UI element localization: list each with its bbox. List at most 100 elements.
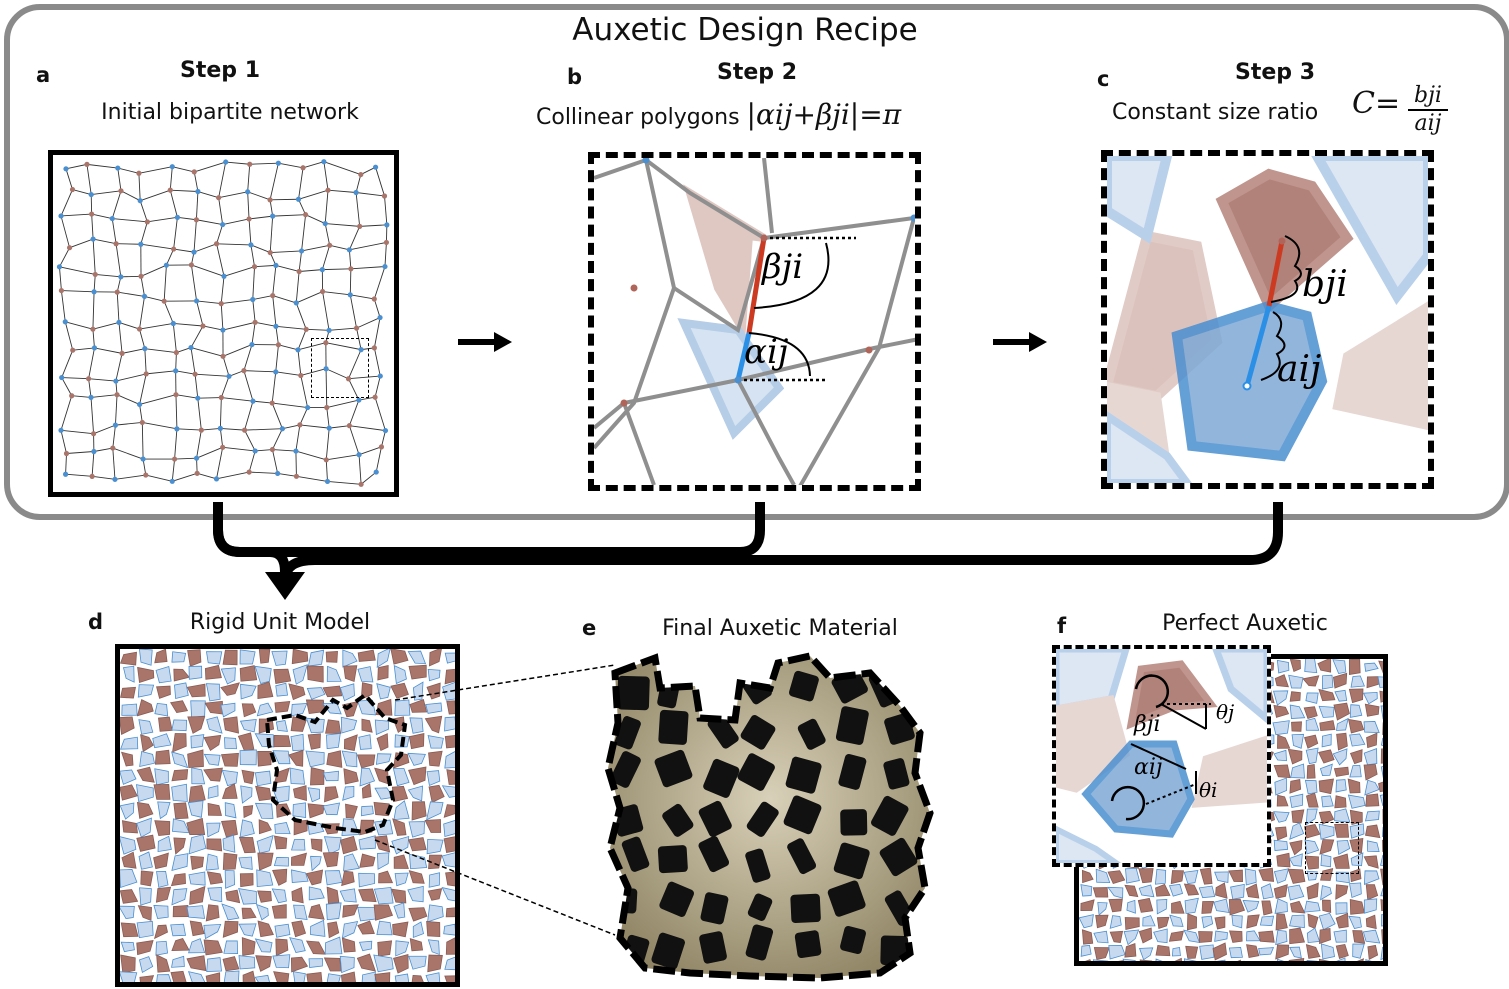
rigid-unit: [1349, 882, 1362, 899]
rigid-unit: [204, 664, 222, 680]
rigid-unit: [1336, 839, 1351, 856]
rigid-unit: [1126, 899, 1136, 914]
rigid-unit: [1093, 930, 1109, 944]
network-node: [252, 448, 258, 454]
rigid-unit: [307, 733, 321, 750]
rigid-unit: [428, 784, 445, 803]
rigid-unit: [1349, 809, 1363, 825]
rigid-unit: [443, 820, 455, 837]
rigid-unit: [1277, 958, 1285, 961]
rigid-unit: [306, 665, 324, 683]
rigid-unit: [377, 852, 390, 870]
material-hole: [658, 709, 689, 745]
rigid-unit: [343, 768, 359, 785]
rigid-unit: [1274, 898, 1288, 914]
rigid-unit: [1317, 659, 1332, 673]
rigid-unit: [1381, 913, 1383, 927]
rigid-unit: [224, 737, 237, 750]
network-node: [58, 427, 64, 433]
rigid-unit: [186, 955, 207, 972]
rigid-unit: [394, 973, 410, 982]
material-hole: [833, 842, 870, 880]
rigid-unit: [1349, 733, 1366, 747]
rigid-unit: [292, 664, 308, 685]
panel-c-zoom: bji aij: [1101, 150, 1434, 489]
rigid-unit: [205, 683, 221, 702]
rigid-unit: [153, 904, 169, 920]
rigid-unit: [136, 817, 152, 838]
rigid-unit: [1258, 867, 1275, 882]
rigid-unit: [409, 717, 424, 734]
network-node: [226, 373, 232, 379]
rigid-unit: [1123, 929, 1140, 946]
rigid-unit: [136, 766, 155, 783]
material-hole: [838, 753, 867, 790]
rigid-unit: [408, 664, 427, 680]
network-node: [252, 319, 258, 325]
network-node: [319, 288, 326, 295]
rigid-unit: [1155, 958, 1163, 961]
network-node: [161, 298, 167, 304]
panel-b-caption-group: Collinear polygons |αij+βji|=π: [536, 98, 901, 131]
rigid-unit: [445, 871, 455, 887]
rigid-unit: [340, 835, 358, 855]
rigid-unit: [445, 937, 455, 955]
network-node: [188, 344, 194, 351]
rigid-unit: [273, 668, 292, 684]
rigid-unit: [391, 888, 407, 904]
rigid-unit: [1366, 732, 1378, 749]
material-hole: [614, 716, 641, 750]
panel-a-network: [48, 150, 399, 497]
rigid-unit: [1320, 853, 1332, 868]
rigid-unit: [207, 887, 223, 903]
rigid-unit: [342, 904, 359, 918]
rigid-unit: [392, 921, 409, 938]
network-node: [193, 298, 200, 304]
network-node: [346, 423, 352, 429]
rigid-unit: [240, 785, 253, 804]
rigid-unit: [1304, 839, 1320, 855]
rigid-unit: [1318, 810, 1335, 825]
rigid-unit: [1185, 945, 1199, 959]
rigid-unit: [156, 954, 171, 973]
network-node: [90, 326, 96, 332]
rigid-unit: [444, 734, 455, 749]
rigid-unit: [426, 838, 444, 855]
rigid-unit: [1318, 823, 1335, 840]
network-node: [90, 236, 96, 242]
network-node: [136, 326, 143, 332]
rigid-unit: [326, 750, 343, 768]
rigid-unit: [1273, 764, 1291, 779]
rigid-unit-tiling: [120, 649, 455, 982]
network-node: [192, 371, 198, 377]
rigid-unit: [187, 716, 206, 734]
rigid-unit: [188, 834, 207, 855]
network-node: [275, 470, 281, 477]
material-hole: [659, 881, 694, 917]
rigid-unit: [305, 869, 324, 886]
rigid-unit: [1199, 944, 1215, 960]
rigid-unit: [1349, 764, 1362, 778]
rigid-unit: [288, 683, 306, 701]
rigid-unit: [444, 716, 455, 732]
rigid-unit: [155, 886, 172, 903]
rigid-unit: [1258, 930, 1275, 943]
rigid-unit: [428, 872, 440, 888]
rigid-unit: [1366, 840, 1380, 852]
rigid-unit: [171, 651, 187, 663]
rigid-unit: [257, 890, 272, 903]
material-hole: [797, 718, 826, 750]
network-node: [273, 323, 279, 329]
rigid-unit: [1080, 944, 1092, 957]
rigid-unit: [359, 767, 376, 787]
network-node: [353, 189, 359, 196]
rigid-unit: [272, 954, 291, 969]
rigid-unit: [1228, 869, 1243, 882]
rigid-unit: [155, 940, 169, 956]
rigid-unit: [1349, 704, 1363, 718]
rigid-unit: [1228, 898, 1246, 916]
auxetic-material-image: [604, 652, 934, 982]
rigid-unit: [1333, 853, 1350, 869]
rigid-unit: [274, 701, 291, 713]
rigid-unit: [1168, 930, 1184, 942]
